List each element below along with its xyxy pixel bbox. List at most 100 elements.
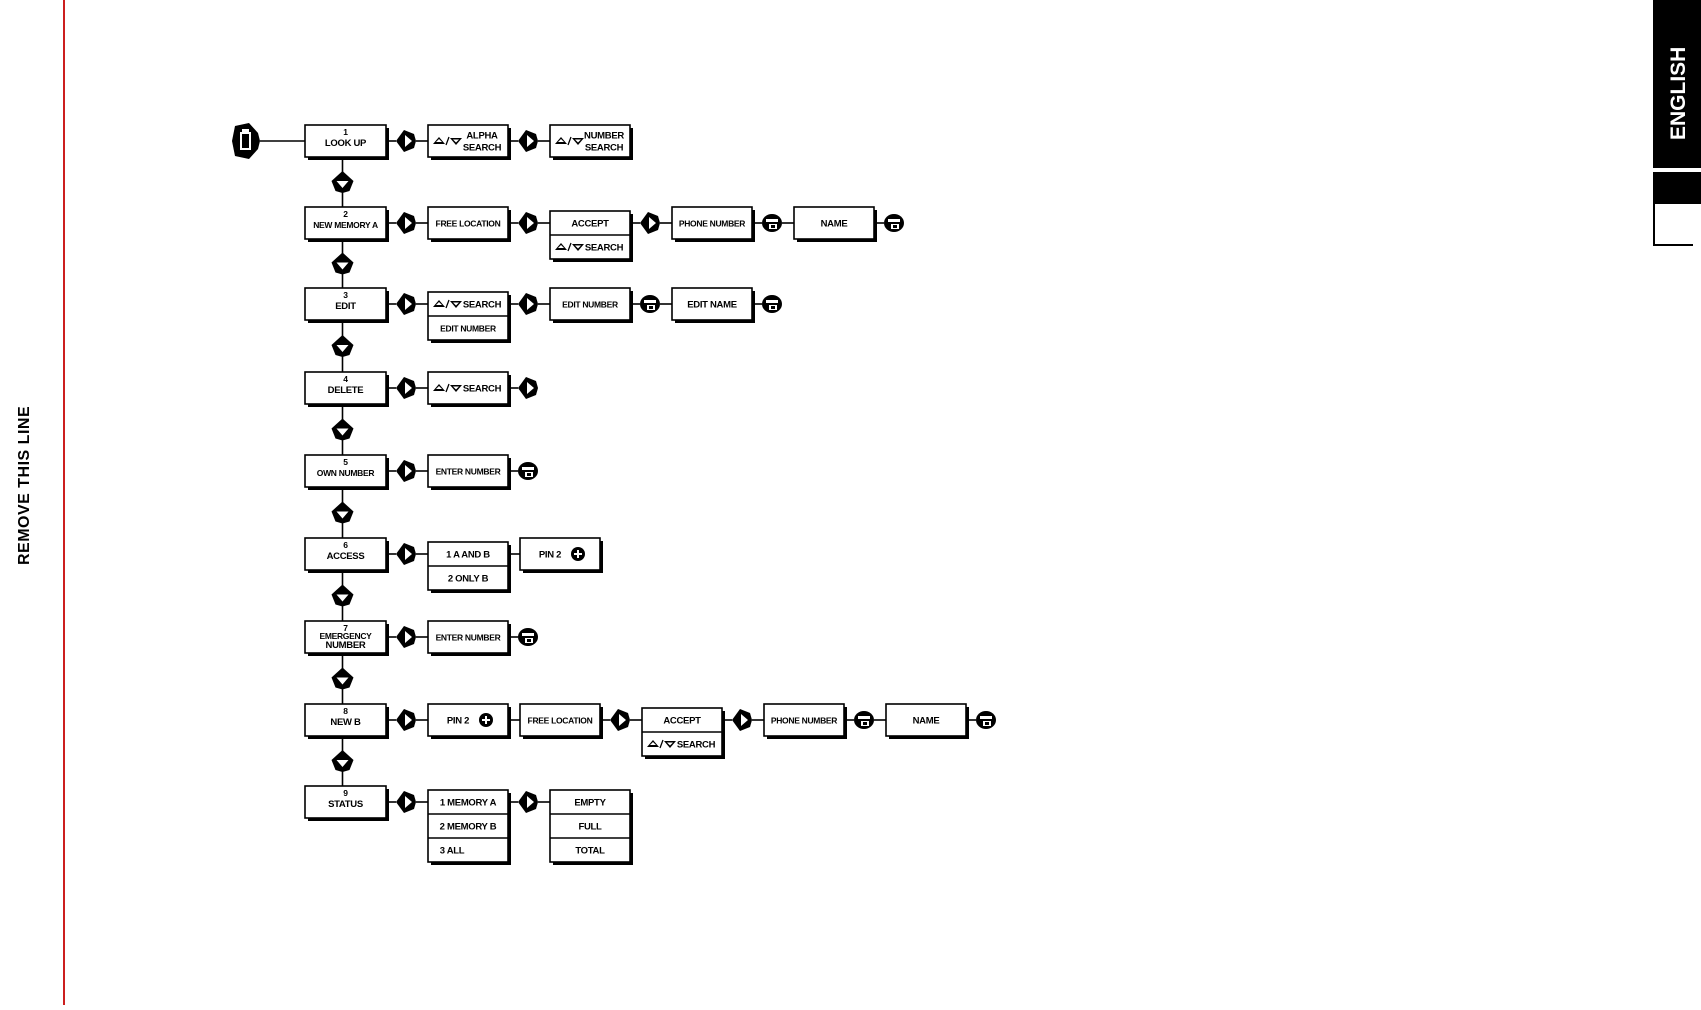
new-memory-a-box-2-text: PHONE NUMBER [679, 219, 745, 229]
menu-item-lookup-label: LOOK UP [325, 138, 367, 149]
side-note-remove-line: REMOVE THIS LINE [0, 0, 40, 1005]
right-arrow-key-icon-delete [396, 377, 416, 399]
menu-item-own-number-number: 5 [343, 457, 348, 467]
menu-item-lookup[interactable] [304, 124, 387, 158]
new-b-updown-icon [647, 739, 676, 749]
access-box-0-text: 1 A AND B [446, 550, 490, 561]
down-arrow-key-icon-access [331, 584, 354, 607]
status-box-1-text: EMPTY [574, 798, 606, 809]
right-arrow-key-icon-new-memory-a [640, 212, 660, 234]
access-pin-key-icon [571, 547, 585, 561]
emergency-number-box-0-text: ENTER NUMBER [436, 633, 501, 643]
access-box-0: 1 A AND B 2 ONLY B [427, 541, 511, 593]
menu-item-status-label: STATUS [328, 799, 363, 810]
side-note-text: REMOVE THIS LINE [16, 406, 33, 565]
right-arrow-key-icon-lookup [396, 130, 416, 152]
menu-item-delete-number: 4 [343, 374, 348, 384]
new-memory-a-box-1-text: ACCEPT [571, 219, 609, 230]
edit-box-0-text: SEARCH [463, 300, 502, 311]
right-arrow-key-icon-edit [518, 293, 538, 315]
new-memory-a-box-0: FREE LOCATION [427, 206, 511, 242]
language-tab: ENGLISH [1653, 0, 1701, 250]
store-key-icon-new-memory-a [884, 214, 904, 232]
store-key-icon-edit [640, 295, 660, 313]
access-box-0-text: 2 ONLY B [448, 574, 489, 585]
status-box-0-text: 3 ALL [440, 846, 465, 857]
delete-box-0: SEARCH [427, 371, 511, 407]
lookup-updown-icon [555, 136, 584, 146]
down-arrow-key-icon-delete [331, 418, 354, 441]
status-box-0-text: 1 MEMORY A [440, 798, 497, 809]
new-b-box-3-text: PHONE NUMBER [771, 716, 837, 726]
status-box-1-text: FULL [578, 822, 602, 833]
delete-box-0-text: SEARCH [463, 384, 502, 395]
menu-item-edit[interactable] [304, 287, 387, 321]
store-key-icon-emergency-number [518, 628, 538, 646]
down-arrow-key-icon-lookup [331, 171, 354, 193]
status-box-0-text: 2 MEMORY B [440, 822, 497, 833]
edit-box-2-text: EDIT NAME [687, 300, 737, 311]
side-note-svg: REMOVE THIS LINE [16, 406, 33, 565]
edit-updown-icon [433, 299, 462, 309]
access-box-1: PIN 2 [519, 537, 603, 573]
edit-box-1: EDIT NUMBER [549, 287, 633, 323]
new-b-pin-key-icon [479, 713, 493, 727]
menu-item-edit-label: EDIT [335, 301, 356, 312]
lookup-box-1-text: NUMBER [584, 131, 624, 142]
store-key-icon-own-number [518, 462, 538, 480]
menu-item-delete[interactable] [304, 371, 387, 405]
store-key-icon-new-b [976, 711, 996, 729]
menu-item-new-memory-a[interactable] [304, 206, 387, 240]
menu-item-emergency-number-label: EMERGENCY [319, 631, 372, 641]
right-arrow-key-icon-new-b [610, 709, 630, 731]
language-tab-text: ENGLISH [1667, 47, 1690, 140]
status-box-1: EMPTY FULL TOTAL [549, 789, 633, 865]
down-arrow-key-icon-edit [331, 335, 354, 357]
menu-item-access-number: 6 [343, 540, 348, 550]
own-number-box-0-text: ENTER NUMBER [436, 467, 501, 477]
new-memory-a-box-3: NAME [793, 206, 877, 242]
menu-item-status-number: 9 [343, 788, 348, 798]
phonebook-icon [232, 123, 260, 159]
menu-item-access[interactable] [304, 537, 387, 571]
right-arrow-key-icon-new-b [732, 709, 752, 731]
store-key-icon-new-b [854, 711, 874, 729]
right-arrow-key-icon-status [396, 791, 416, 813]
own-number-box-0: ENTER NUMBER [427, 454, 511, 490]
new-memory-a-box-1-text: SEARCH [585, 243, 624, 254]
right-arrow-key-icon-new-b [396, 709, 416, 731]
menu-item-own-number-label: OWN NUMBER [317, 468, 375, 478]
down-arrow-key-icon-new-b [331, 750, 354, 772]
status-box-1-text: TOTAL [575, 846, 605, 857]
right-arrow-key-icon-new-memory-a [396, 212, 416, 234]
new-memory-a-box-0-text: FREE LOCATION [436, 219, 501, 229]
menu-item-new-b-label: NEW B [330, 717, 361, 728]
menu-item-emergency-number-label: NUMBER [326, 640, 366, 651]
right-arrow-key-icon-new-memory-a [518, 212, 538, 234]
lookup-updown-icon [433, 136, 462, 146]
edit-box-0-text: EDIT NUMBER [440, 324, 496, 334]
new-b-box-0: PIN 2 [427, 703, 511, 739]
right-arrow-key-icon-own-number [396, 460, 416, 482]
new-memory-a-box-1: ACCEPT SEARCH [549, 210, 633, 262]
menu-item-delete-label: DELETE [328, 385, 364, 396]
new-b-box-4: NAME [885, 703, 969, 739]
edit-box-1-text: EDIT NUMBER [562, 300, 618, 310]
down-arrow-key-icon-emergency-number [331, 667, 354, 690]
menu-item-access-label: ACCESS [327, 551, 365, 562]
new-b-box-4-text: NAME [913, 716, 940, 727]
